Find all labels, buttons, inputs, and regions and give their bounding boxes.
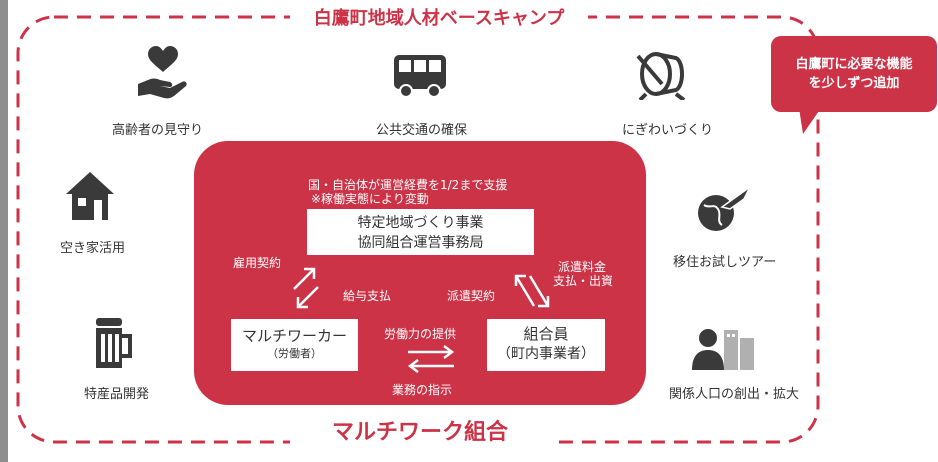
label-dispatch-contract: 派遣契約 — [447, 289, 496, 303]
label-labor-provision: 労働力の提供 — [384, 327, 457, 341]
airplane-globe-icon — [698, 186, 751, 231]
person-building-icon — [692, 329, 754, 370]
label-local-product: 特産品開発 — [84, 387, 150, 402]
left-edge-bar — [0, 0, 8, 462]
beer-mug-icon — [96, 318, 132, 368]
label-dispatch-fee-2: 支払・出資 — [553, 274, 614, 288]
worker-line-1: マルチワーカー — [241, 327, 347, 345]
label-salary-payment: 給与支払 — [343, 289, 392, 303]
worker-line-2: （労働者） — [267, 347, 322, 360]
callout-bubble: 白鷹町に必要な機能 を少しずつ追加 — [771, 36, 937, 112]
heart-hand-icon — [138, 46, 187, 99]
office-line-2: 協同組合運営事務局 — [357, 235, 484, 251]
label-festival: にぎわいづくり — [622, 123, 714, 138]
member-box: 組合員 （町内事業者） — [487, 319, 605, 371]
house-icon — [66, 172, 114, 220]
member-line-1: 組合員 — [523, 325, 569, 343]
callout-line-2: を少しずつ追加 — [808, 76, 900, 91]
office-box: 特定地域づくり事業 協同組合運営事務局 — [307, 209, 534, 255]
label-vacant-house: 空き家活用 — [60, 241, 126, 256]
support-subnote: ※稼働実態により変動 — [311, 192, 429, 206]
cooperative-name: マルチワーク組合 — [290, 414, 550, 446]
callout-tail — [799, 108, 821, 134]
label-elderly: 高齢者の見守り — [112, 123, 204, 138]
drum-icon — [636, 52, 686, 100]
dispatch-arrows — [514, 274, 550, 308]
support-note: 国・自治体が運営経費を1/2まで支援 — [308, 178, 508, 192]
employment-arrows — [293, 267, 319, 309]
callout-line-1: 白鷹町に必要な機能 — [795, 57, 913, 72]
label-population: 関係人口の創出・拡大 — [669, 387, 800, 402]
label-dispatch-fee-1: 派遣料金 — [558, 260, 607, 274]
label-work-instruction: 業務の指示 — [392, 383, 453, 397]
label-migration-tour: 移住お試しツアー — [673, 255, 777, 270]
labor-arrows — [407, 345, 455, 373]
label-transport: 公共交通の確保 — [376, 123, 468, 138]
diagram-title: 白鷹町地域人材ベースキャンプ — [290, 4, 588, 30]
label-employment-contract: 雇用契約 — [233, 256, 282, 270]
office-line-1: 特定地域づくり事業 — [357, 215, 484, 231]
worker-box: マルチワーカー （労働者） — [231, 319, 358, 371]
member-line-2: （町内事業者） — [497, 346, 595, 362]
bus-icon — [394, 55, 446, 98]
